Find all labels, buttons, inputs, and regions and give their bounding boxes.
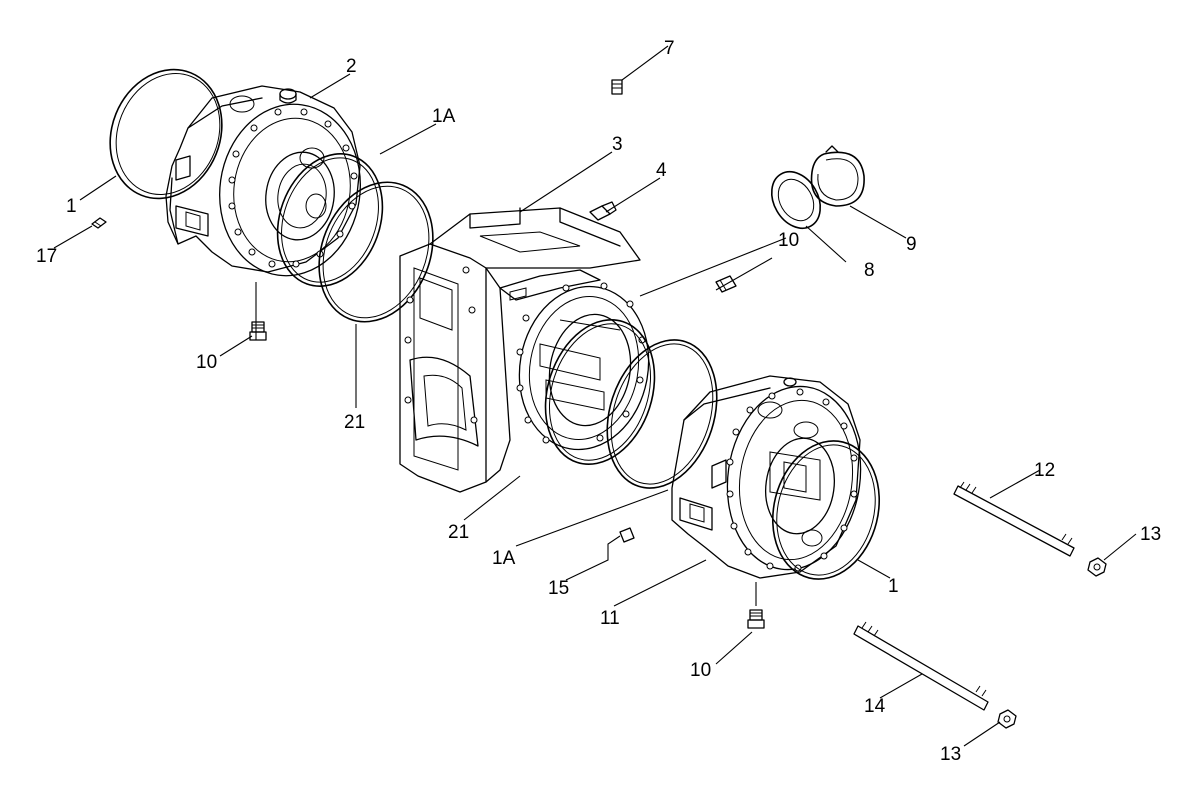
callout-13-bottom: 13 [940,744,961,765]
callout-4: 4 [656,160,667,181]
callout-8: 8 [864,260,875,281]
callout-2: 2 [346,56,357,77]
plug-part-7 [611,79,623,95]
o-ring-part-1-left [109,68,223,200]
callout-1-right: 1 [888,576,899,597]
o-ring-part-1a-top [276,153,384,287]
callout-1-left: 1 [66,196,77,217]
o-ring-part-1-right [771,440,881,580]
callout-17: 17 [36,246,57,267]
plug-part-10-bottom [747,609,765,629]
leader-lines [53,45,1137,747]
washer-part-8 [770,170,822,230]
pin-part-15 [619,527,635,543]
fitting-part-4 [589,201,617,221]
callout-11: 11 [600,608,620,629]
callout-7: 7 [664,38,675,59]
callout-21-bottom: 21 [448,522,469,543]
callout-14: 14 [864,696,886,717]
callout-labels: 1 2 1A 3 4 7 10 8 9 17 10 21 21 1A 15 11… [36,38,1161,765]
stud-part-14 [853,621,989,711]
plug-part-17 [91,217,107,229]
center-case-bolt-holes [404,266,646,444]
plug-part-10-top [715,275,737,293]
nut-part-13-bottom [997,709,1017,729]
seal-ring-part-21-bottom [544,319,656,465]
callout-21-left: 21 [344,412,365,433]
callout-15: 15 [548,578,569,599]
callout-10-left: 10 [196,352,217,373]
callout-12: 12 [1034,460,1055,481]
left-housing-part-2 [165,85,361,277]
o-ring-part-1a-bottom [606,339,718,489]
center-case-part-3 [399,207,650,493]
callout-3: 3 [612,134,623,155]
callout-1a-bottom: 1A [492,548,516,569]
right-housing-part-11 [671,375,862,579]
callout-13-right: 13 [1140,524,1161,545]
snap-ring-part-9 [810,145,865,207]
callout-10-bottom: 10 [690,660,711,681]
callout-9: 9 [906,234,917,255]
nut-part-13-right [1087,557,1107,577]
callout-10-top: 10 [778,230,799,251]
stud-part-12 [953,481,1075,557]
left-housing-bolt-holes [228,108,358,268]
right-housing-bolt-holes [726,388,858,572]
plug-part-10-left [249,321,267,341]
callout-1a-top: 1A [432,106,456,127]
